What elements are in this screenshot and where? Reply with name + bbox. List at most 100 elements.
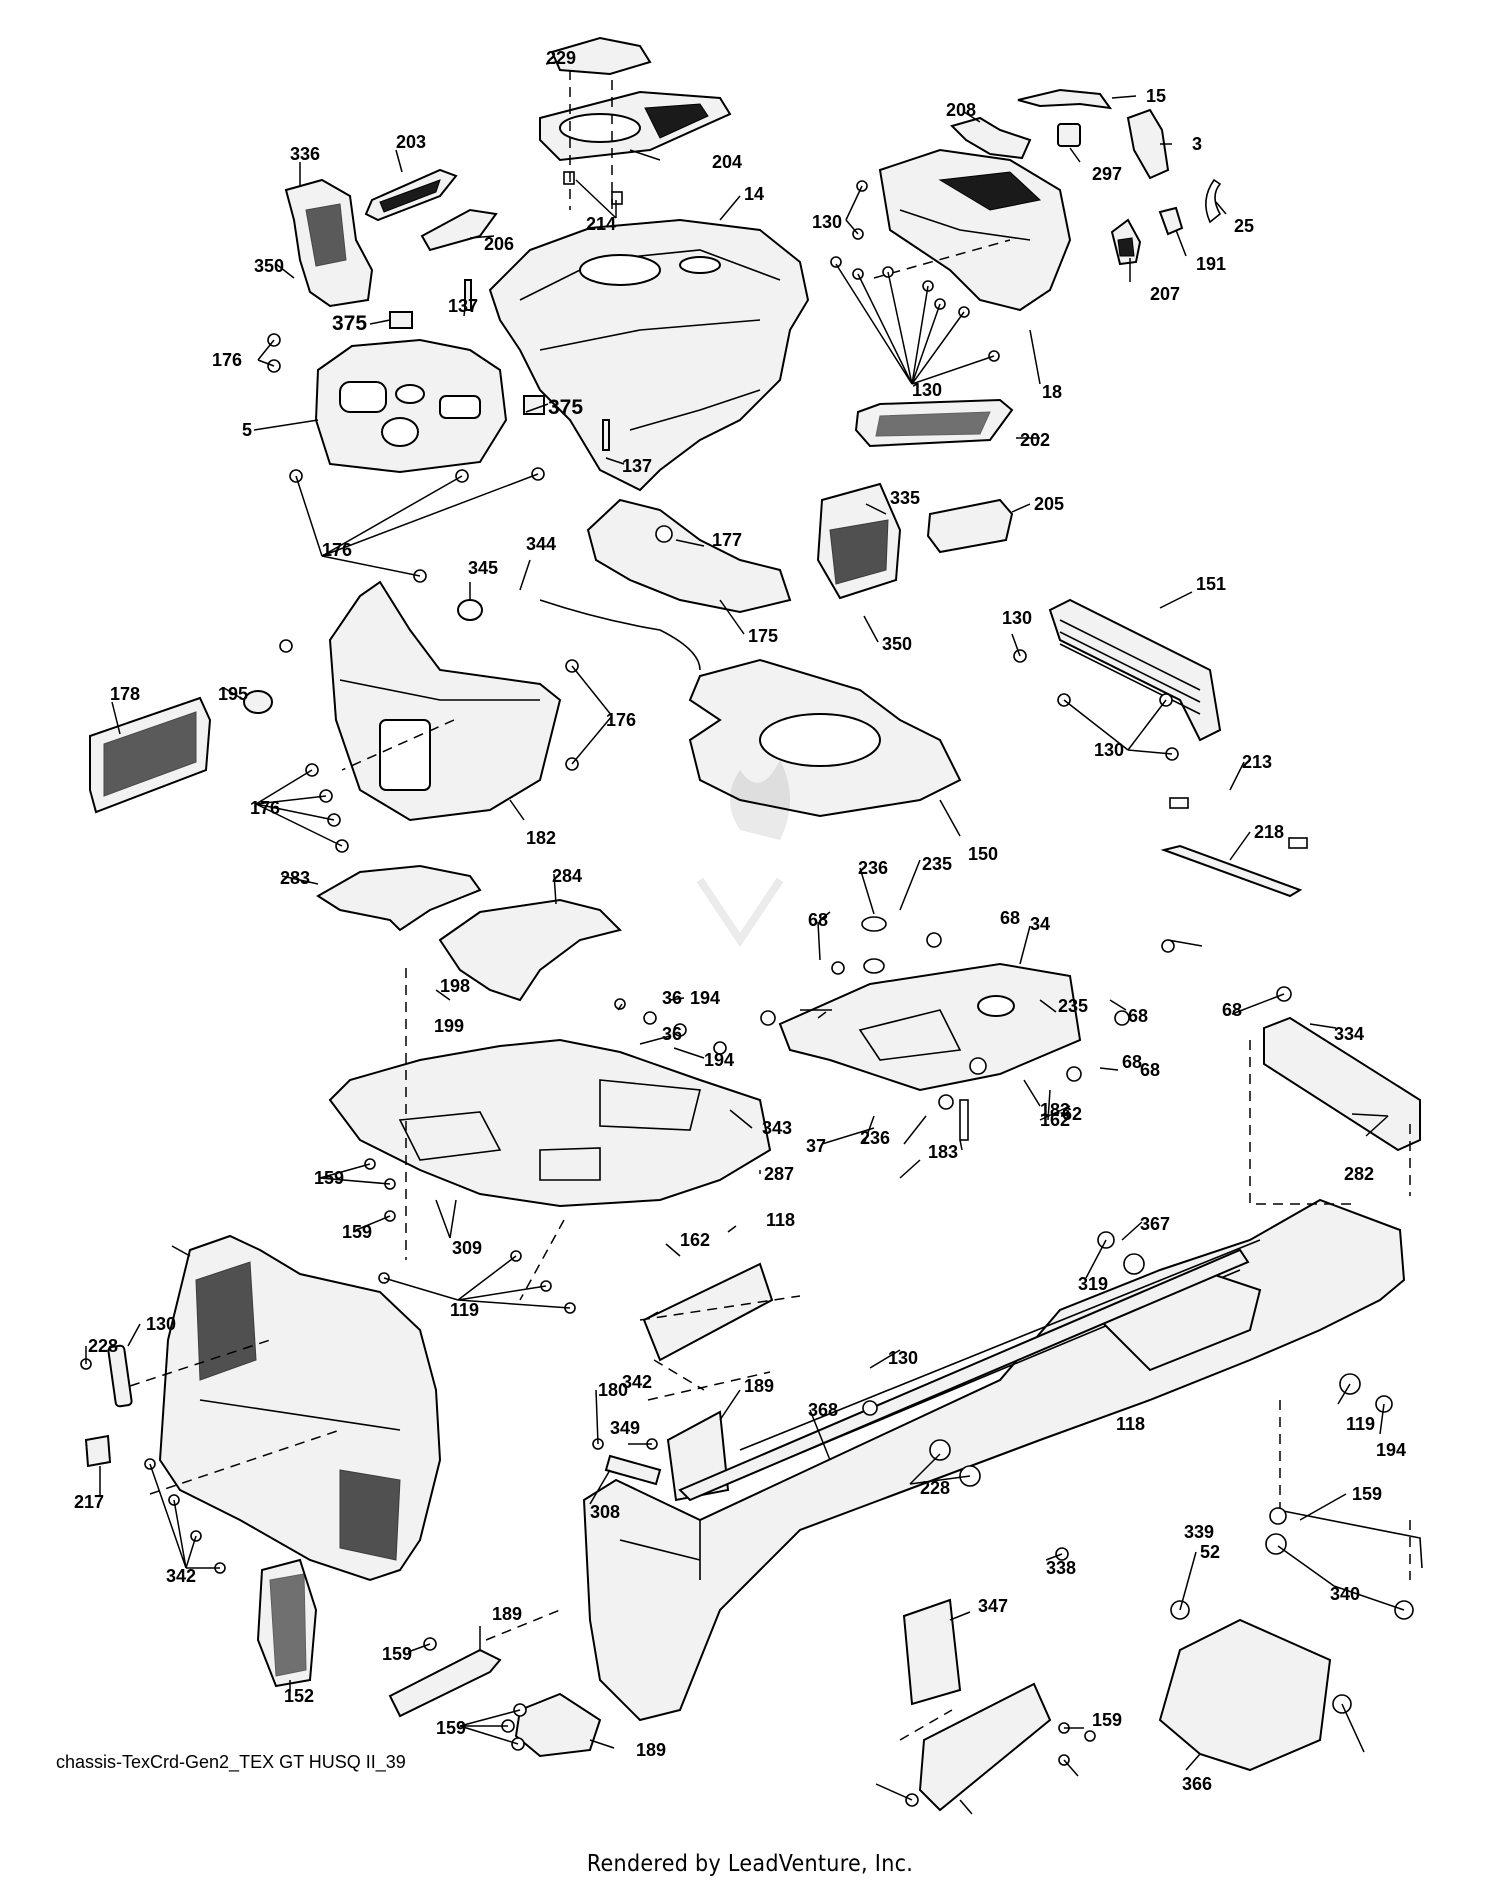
callout-176: 176 [250,798,280,818]
callout-159: 159 [1352,1484,1382,1504]
callout-15: 15 [1146,86,1166,106]
callout-189: 189 [636,1740,666,1760]
callout-3: 3 [1192,134,1202,154]
callout-375: 375 [548,396,583,419]
callout-177: 177 [712,530,742,550]
callout-343: 343 [762,1118,792,1138]
callout-162: 162 [680,1230,710,1250]
callout-162: 162 [1040,1110,1070,1130]
callout-235: 235 [922,854,952,874]
callout-130: 130 [888,1348,918,1368]
callout-151: 151 [1196,574,1226,594]
callout-336: 336 [290,144,320,164]
callout-68: 68 [1128,1006,1148,1026]
callout-130: 130 [812,212,842,232]
callout-130: 130 [1002,608,1032,628]
callout-287: 287 [764,1164,794,1184]
callout-218: 218 [1254,822,1284,842]
callout-338: 338 [1046,1558,1076,1578]
callout-68: 68 [808,910,828,930]
callout-36: 36 [662,988,682,1008]
callout-159: 159 [342,1222,372,1242]
callout-183: 183 [1040,1100,1070,1120]
callout-130: 130 [146,1314,176,1334]
callout-150: 150 [968,844,998,864]
callout-347: 347 [978,1596,1008,1616]
callout-68: 68 [1140,1060,1160,1080]
callout-194: 194 [690,988,720,1008]
callout-14: 14 [744,184,764,204]
callout-309: 309 [452,1238,482,1258]
callout-189: 189 [744,1376,774,1396]
callout-205: 205 [1034,494,1064,514]
callout-194: 194 [704,1050,734,1070]
callout-350: 350 [254,256,284,276]
callout-159: 159 [1092,1710,1122,1730]
callout-199: 199 [434,1016,464,1036]
callout-208: 208 [946,100,976,120]
callout-340: 340 [1330,1584,1360,1604]
callout-236: 236 [860,1128,890,1148]
hardware [80,180,1414,1807]
callout-235: 235 [1058,996,1088,1016]
callout-119: 119 [450,1300,479,1320]
callout-349: 349 [610,1418,640,1438]
callout-178: 178 [110,684,140,704]
middle-group [89,482,1222,822]
callout-344: 344 [526,534,556,554]
watermark-logo [696,760,790,948]
callout-228: 228 [88,1336,118,1356]
callout-204: 204 [712,152,742,172]
lower-group [84,844,1423,1812]
callout-319: 319 [1078,1274,1108,1294]
callout-284: 284 [552,866,582,886]
callout-118: 118 [1116,1414,1145,1434]
callout-334: 334 [1334,1024,1364,1044]
callout-282: 282 [1344,1164,1374,1184]
callout-5: 5 [242,420,252,440]
callout-130: 130 [912,380,942,400]
callout-375: 375 [332,312,367,335]
callout-214: 214 [586,214,616,234]
callout-368: 368 [808,1400,838,1420]
callout-37: 37 [806,1136,826,1156]
callout-34: 34 [1030,914,1050,934]
callout-189: 189 [492,1604,522,1624]
diagram-id: chassis-TexCrd-Gen2_TEX GT HUSQ II_39 [56,1752,406,1772]
callout-191: 191 [1196,254,1226,274]
callout-217: 217 [74,1492,104,1512]
callout-339: 339 [1184,1522,1214,1542]
hood-group [284,36,1222,492]
callout-236: 236 [858,858,888,878]
callout-159: 159 [382,1644,412,1664]
callout-342: 342 [622,1372,652,1392]
callout-137: 137 [622,456,652,476]
callout-182: 182 [526,828,556,848]
callout-137: 137 [448,296,478,316]
callout-68: 68 [1122,1052,1142,1072]
callout-176: 176 [606,710,636,730]
leader-lines [85,61,1405,1815]
callout-203: 203 [396,132,426,152]
callout-229: 229 [546,48,576,68]
callout-342: 342 [166,1566,196,1586]
dashed-guides [129,70,1411,1741]
callout-228: 228 [920,1478,950,1498]
callout-159: 159 [314,1168,344,1188]
callout-52: 52 [1200,1542,1220,1562]
render-credit: Rendered by LeadVenture, Inc. [586,1851,914,1877]
callout-152: 152 [284,1686,314,1706]
callout-345: 345 [468,558,498,578]
callout-175: 175 [748,626,778,646]
callout-283: 283 [280,868,310,888]
callout-130: 130 [1094,740,1124,760]
callout-25: 25 [1234,216,1254,236]
callout-297: 297 [1092,164,1122,184]
callout-198: 198 [440,976,470,996]
callout-36: 36 [662,1024,682,1044]
callout-350: 350 [882,634,912,654]
callout-68: 68 [1222,1000,1242,1020]
callout-195: 195 [218,684,248,704]
